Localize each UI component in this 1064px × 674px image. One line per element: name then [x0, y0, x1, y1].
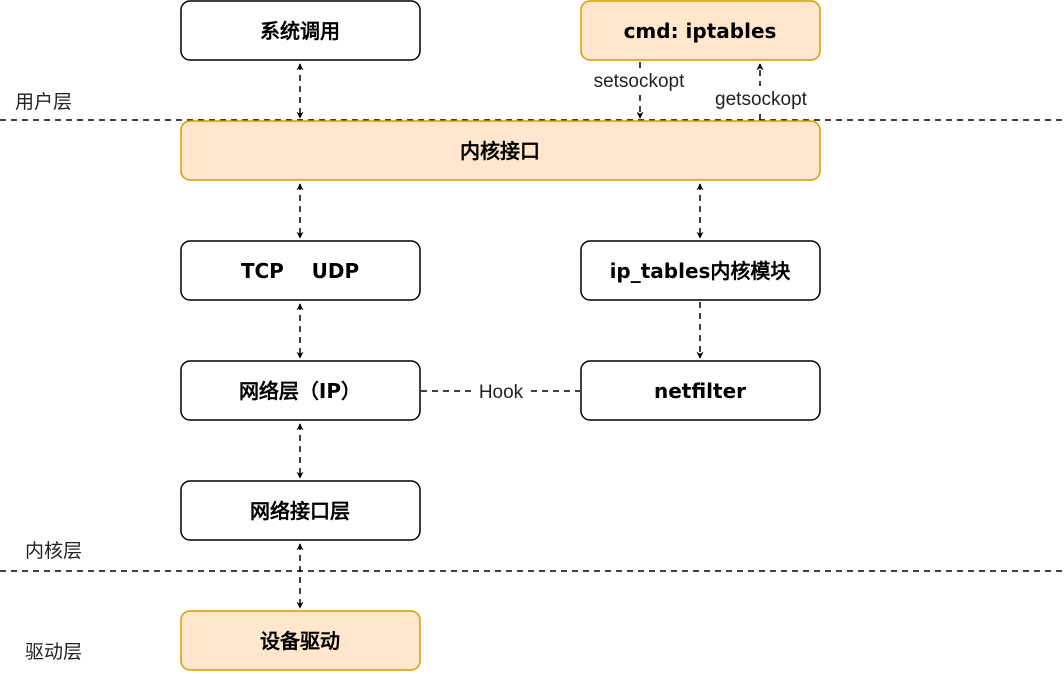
hook-label-bg	[472, 379, 530, 403]
node-tcp-udp-label: TCP UDP	[241, 259, 359, 283]
node-network-layer-label: 网络层（IP）	[239, 379, 361, 403]
node-network-interface-layer-label: 网络接口层	[250, 499, 350, 523]
node-cmd-iptables-box	[580, 0, 821, 61]
layer-label-user: 用户层	[15, 91, 72, 113]
node-kernel-interface[interactable]: 内核接口	[180, 120, 821, 181]
layer-label-kernel: 内核层	[25, 540, 82, 562]
node-ip-tables-module-label: ip_tables内核模块	[610, 259, 792, 283]
node-netfilter-label: netfilter	[654, 379, 746, 403]
getsockopt-label-bg	[700, 86, 822, 110]
node-netfilter-box	[580, 360, 821, 421]
node-network-layer-box	[180, 360, 421, 421]
node-kernel-interface-box	[180, 120, 821, 181]
node-network-interface-layer[interactable]: 网络接口层	[180, 480, 421, 541]
node-ip-tables-module-box	[580, 240, 821, 301]
node-syscall[interactable]: 系统调用	[180, 0, 421, 61]
node-cmd-iptables-label: cmd: iptables	[624, 19, 777, 43]
edge-label-getsockopt: getsockopt	[715, 89, 808, 110]
node-device-driver-label: 设备驱动	[260, 629, 340, 653]
edge-label-hook: Hook	[479, 382, 524, 403]
node-ip-tables-module[interactable]: ip_tables内核模块	[580, 240, 821, 301]
node-device-driver[interactable]: 设备驱动	[180, 610, 421, 671]
edge-label-setsockopt: setsockopt	[594, 71, 686, 92]
layer-label-driver: 驱动层	[25, 641, 82, 663]
node-tcp-udp-box	[180, 240, 421, 301]
node-device-driver-box	[180, 610, 421, 671]
node-tcp-udp[interactable]: TCP UDP	[180, 240, 421, 301]
node-syscall-label: 系统调用	[260, 19, 340, 43]
node-network-interface-layer-box	[180, 480, 421, 541]
node-network-layer[interactable]: 网络层（IP）	[180, 360, 421, 421]
node-kernel-interface-label: 内核接口	[460, 139, 540, 163]
node-netfilter[interactable]: netfilter	[580, 360, 821, 421]
node-cmd-iptables[interactable]: cmd: iptables	[580, 0, 821, 61]
node-syscall-box	[180, 0, 421, 61]
setsockopt-label-bg	[584, 68, 694, 92]
